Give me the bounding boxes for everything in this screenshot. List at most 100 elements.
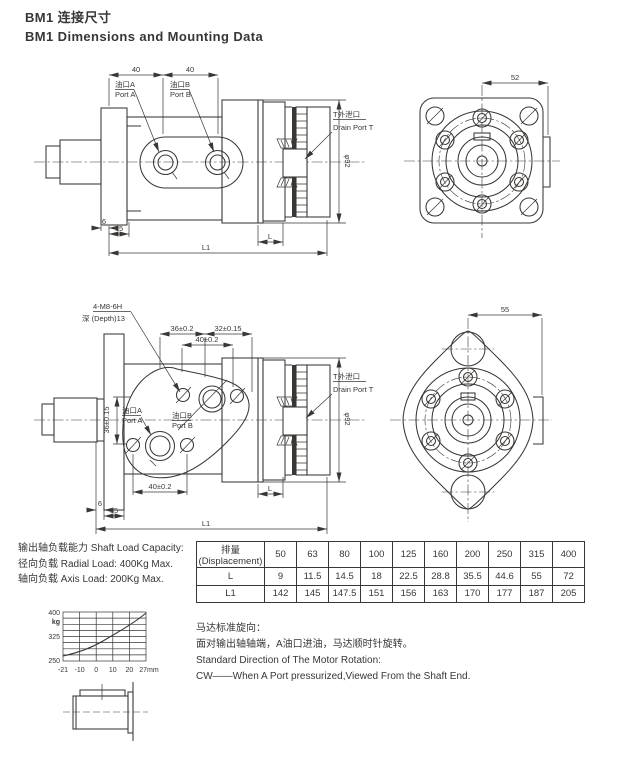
x-tick-label: 27mm: [139, 667, 159, 674]
table-cell: 11.5: [296, 567, 329, 586]
mounting-holes: [450, 331, 486, 510]
concentric-body: [431, 110, 533, 212]
dimensions: 40 40 油口A Port A 油口B Port B T外泄口 Drain P…: [91, 65, 374, 256]
shaft-load-line1: 输出轴负载能力 Shaft Load Capacity:: [18, 543, 184, 554]
table-cell: 400: [552, 541, 585, 568]
mounting-flange: [100, 107, 128, 226]
side-tab: [533, 396, 544, 445]
y-axis-unit: kg: [52, 619, 60, 626]
displacement-dimension-table: 排量 (Displacement) 50 63 80 100 125 160 2…: [196, 541, 585, 603]
drain-port: [282, 148, 308, 178]
table-cell: 28.8: [424, 567, 457, 586]
table-cell: 14.5: [328, 567, 361, 586]
page-title-en: BM1 Dimensions and Mounting Data: [25, 29, 264, 44]
dim-label: 40: [186, 65, 194, 74]
corner-mounting-holes: [425, 106, 539, 217]
port-a-label-en: Port A: [115, 90, 135, 99]
dim-label: 15: [115, 224, 123, 233]
table-cell: 315: [520, 541, 553, 568]
table-row-L1: L1 142 145 147.5 151 156 163 170 177 187…: [196, 584, 585, 603]
dim-label: 40±0.2: [149, 482, 172, 491]
key-slot: [460, 392, 476, 401]
dim-label: 52: [511, 73, 519, 82]
shaft-load-line3: 轴向负载 Axis Load: 200Kg Max.: [18, 574, 164, 585]
table-cell: 151: [360, 584, 393, 603]
dimension-52: 52: [482, 73, 549, 135]
port-b-label-zh: 油口B: [172, 410, 192, 420]
port-a-label-zh: 油口A: [115, 79, 135, 89]
shaft-collar: [127, 691, 134, 734]
x-tick-label: 20: [126, 667, 134, 674]
dimensions: 4-M8-6H 深 (Depth)13 36±0.2 32±0.15 40±0.…: [82, 302, 374, 534]
top-front-view-drawing: 52: [404, 73, 560, 238]
table-cell: 100: [360, 541, 393, 568]
table-cell: 80: [328, 541, 361, 568]
table-cell: 163: [424, 584, 457, 603]
top-side-view-drawing: 40 40 油口A Port A 油口B Port B T外泄口 Drain P…: [34, 65, 374, 256]
rotation-line1: 马达标准旋向：: [196, 623, 266, 634]
centerlines: [390, 318, 552, 522]
bolt-holes: [421, 367, 515, 473]
table-cell: 55: [520, 567, 553, 586]
load-curve: [62, 612, 147, 657]
mid-front-view-drawing: 55: [390, 305, 552, 522]
port-b-label-en: Port B: [170, 90, 191, 99]
table-cell: 72: [552, 567, 585, 586]
dim-label: 15: [110, 506, 118, 515]
shaft-load-capacity-note: 输出轴负载能力 Shaft Load Capacity: 径向负载 Radial…: [18, 541, 184, 588]
thread-depth-label: 深 (Depth)13: [82, 314, 125, 323]
table-cell: 147.5: [328, 584, 361, 603]
dim-label: 40: [132, 65, 140, 74]
table-cell: 187: [520, 584, 553, 603]
dim-diameter-label: φ92: [343, 154, 352, 167]
drain-label-en: Drain Port T: [333, 385, 374, 394]
square-flange: [419, 97, 544, 224]
shaft-key: [79, 689, 126, 697]
shaft-body: [72, 695, 129, 730]
drain-port: [282, 406, 308, 436]
key-slot: [473, 132, 491, 141]
shaft-load-line2: 径向负载 Radial Load: 400Kg Max.: [18, 558, 174, 570]
diamond-flange: [402, 330, 534, 510]
x-tick-label: 0: [94, 667, 98, 674]
dim-label: L: [268, 232, 272, 241]
drain-label-zh: T外泄口: [333, 371, 360, 381]
y-tick-label: 325: [48, 634, 60, 641]
table-cell: 160: [424, 541, 457, 568]
table-cell: 50: [264, 541, 297, 568]
table-cell: 177: [488, 584, 521, 603]
dim-diameter-label: φ92: [343, 412, 352, 425]
table-cell: 22.5: [392, 567, 425, 586]
port-a-label-en: Port A: [122, 416, 142, 425]
x-tick-label: -10: [75, 667, 85, 674]
drain-label-en: Drain Port T: [333, 123, 374, 132]
shaft-detail-drawing: [63, 682, 148, 741]
table-cell: 44.6: [488, 567, 521, 586]
table-cell: 170: [456, 584, 489, 603]
side-tab: [543, 136, 551, 188]
shaft: [41, 397, 105, 443]
table-cell: 156: [392, 584, 425, 603]
rear-housing: [221, 357, 331, 483]
dim-label: 6: [102, 217, 106, 226]
dim-label: 32±0.15: [214, 324, 241, 333]
table-header-row: 排量 (Displacement) 50 63 80 100 125 160 2…: [196, 541, 585, 568]
chart-grid: [63, 612, 146, 661]
table-header-displacement: 排量 (Displacement): [196, 541, 265, 568]
dim-label: L: [268, 484, 272, 493]
table-cell: 145: [296, 584, 329, 603]
table-cell: 35.5: [456, 567, 489, 586]
x-tick-label: -21: [58, 667, 68, 674]
dim-label: 36±0.2: [171, 324, 194, 333]
rear-housing: [221, 99, 331, 224]
rotation-line2: 面对输出轴轴端，A油口进油，马达顺时针旋转。: [196, 639, 413, 650]
rotation-direction-note: 马达标准旋向： 面对输出轴轴端，A油口进油，马达顺时针旋转。 Standard …: [196, 621, 470, 685]
mid-side-view-drawing: 4-M8-6H 深 (Depth)13 36±0.2 32±0.15 40±0.…: [34, 302, 374, 534]
table-cell: 18: [360, 567, 393, 586]
rotation-line4: CW——When A Port pressurized,Viewed From …: [196, 671, 471, 682]
table-cell: 205: [552, 584, 585, 603]
y-tick-label: 400: [48, 610, 60, 617]
bolt-holes: [435, 108, 529, 214]
row-label: L: [196, 567, 265, 586]
table-cell: 63: [296, 541, 329, 568]
